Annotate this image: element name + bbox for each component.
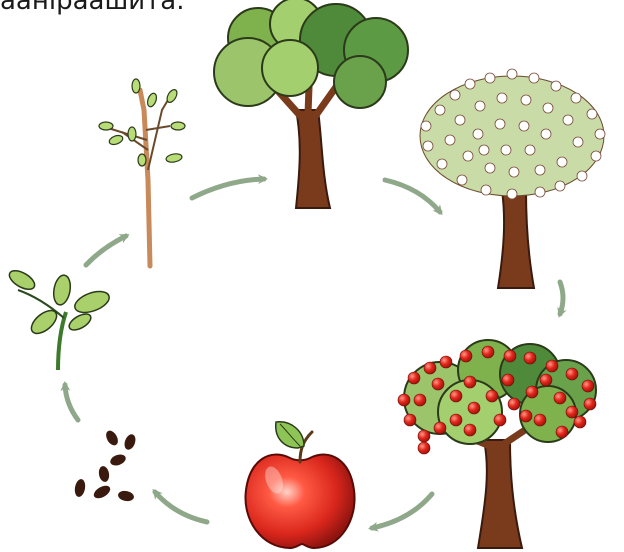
arrow-blossom-to-fruit [560,282,563,314]
fruiting-tree-icon [398,340,596,548]
arrow-sapling-to-tree [192,179,264,198]
sprout-icon [6,267,112,370]
arrow-apple-to-seeds [155,492,207,522]
young-tree-icon [214,0,408,208]
seeds-icon [74,429,138,503]
arrow-sprout-to-sapling [86,236,126,265]
apple-icon [245,422,354,548]
sapling-icon [99,79,185,266]
blossoming-tree-icon [420,69,605,288]
arrow-seeds-to-sprout [65,385,78,420]
arrow-tree-to-blossom [385,180,440,212]
arrow-fruit-to-apple [372,494,432,528]
